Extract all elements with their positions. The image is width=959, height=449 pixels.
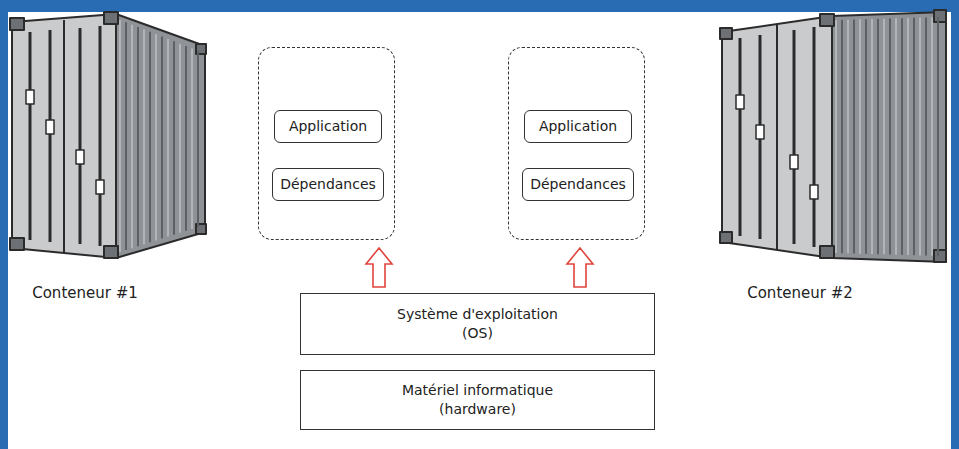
corner-casting — [10, 238, 24, 250]
corrugation-stroke — [841, 20, 843, 253]
corner-casting — [10, 18, 24, 30]
node-text: Matériel informatique (hardware) — [383, 381, 573, 419]
corrugation-stroke — [185, 46, 187, 231]
corrugation-stroke — [119, 20, 121, 252]
corrugation-stroke — [895, 18, 897, 254]
door-handles — [26, 90, 104, 194]
corrugation-stroke — [131, 25, 133, 248]
corner-casting — [820, 14, 834, 26]
corrugation-stroke — [847, 20, 849, 254]
corner-casting — [104, 246, 118, 258]
node-text: Application — [539, 117, 617, 136]
door-seam — [776, 24, 778, 250]
corrugation-stroke — [919, 18, 921, 256]
dependencies-box: Dépendances — [272, 168, 384, 201]
corrugation-stroke — [859, 19, 861, 253]
corrugation-stroke — [179, 44, 181, 233]
door-seam — [63, 20, 65, 252]
corner-casting — [720, 232, 732, 243]
corrugation-stroke — [877, 19, 879, 254]
corner-casting — [934, 10, 946, 22]
shipping-container — [720, 10, 946, 262]
container-door — [12, 14, 116, 258]
dependencies-box: Dépendances — [522, 168, 634, 201]
corner-casting — [934, 250, 946, 262]
hollow-arrow — [366, 248, 392, 287]
door-bars — [30, 26, 100, 246]
corrugation-stroke — [907, 18, 909, 255]
corrugation — [120, 20, 198, 252]
corrugation-stroke — [835, 20, 837, 253]
container-side — [832, 12, 946, 262]
corrugation-stroke — [925, 17, 927, 255]
corrugation-stroke — [853, 19, 855, 253]
hardware-layer: Matériel informatique (hardware) — [300, 370, 655, 430]
corrugation-stroke — [883, 19, 885, 255]
container-group: ApplicationDépendances — [258, 47, 395, 240]
corrugation-stroke — [871, 19, 873, 254]
corrugation-stroke — [901, 18, 903, 255]
corner-casting — [720, 28, 732, 39]
container-side — [116, 14, 205, 258]
container-group: ApplicationDépendances — [508, 47, 645, 240]
corrugation-stroke — [889, 18, 891, 254]
node-text: Dépendances — [280, 175, 376, 194]
door-bars — [740, 27, 814, 247]
corner-casting — [820, 246, 834, 258]
corrugation-stroke — [191, 48, 193, 228]
door-handles — [736, 95, 818, 199]
container-caption: Conteneur #1 — [32, 284, 138, 302]
corrugation-stroke — [913, 18, 915, 255]
corrugation-stroke — [143, 29, 145, 244]
application-box: Application — [524, 110, 632, 143]
corrugation-stroke — [155, 34, 157, 240]
container-caption: Conteneur #2 — [747, 284, 853, 302]
corrugation-stroke — [197, 51, 199, 227]
corrugation-stroke — [173, 41, 175, 234]
corrugation — [836, 17, 938, 256]
corrugation-stroke — [937, 17, 939, 256]
node-text: Système d'exploitation (OS) — [383, 305, 573, 343]
corner-casting — [104, 12, 118, 24]
os-layer: Système d'exploitation (OS) — [300, 293, 655, 355]
node-text: Application — [289, 117, 367, 136]
hollow-arrow — [567, 248, 593, 287]
container-door — [722, 16, 832, 258]
node-text: Dépendances — [530, 175, 626, 194]
corrugation-stroke — [865, 19, 867, 254]
corrugation-stroke — [931, 17, 933, 255]
corrugation-stroke — [137, 27, 139, 246]
corrugation-stroke — [125, 22, 127, 250]
corrugation-stroke — [167, 39, 169, 237]
corrugation-stroke — [161, 37, 163, 239]
application-box: Application — [274, 110, 382, 143]
shipping-container — [10, 12, 206, 258]
corrugation-stroke — [149, 32, 151, 243]
